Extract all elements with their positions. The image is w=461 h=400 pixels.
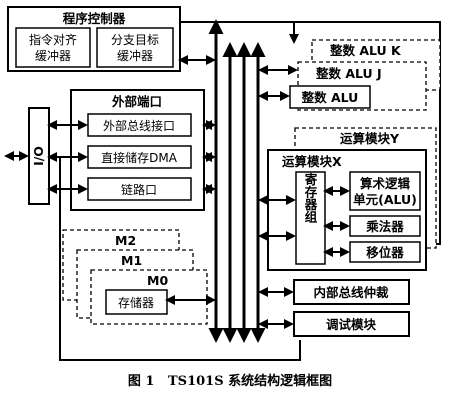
integer-alu-j-label: 整数 ALU J — [316, 66, 382, 81]
compute-block-x-title: 运算模块X — [282, 154, 342, 169]
dma-loop-line — [59, 157, 301, 361]
link-port-label: 链路口 — [121, 182, 157, 197]
storage-label: 存储器 — [118, 295, 154, 310]
pc-top-feedback-line — [180, 21, 299, 44]
io-label: I/O — [31, 146, 46, 166]
external-bus-interface-label: 外部总线接口 — [103, 118, 175, 133]
alu-unit — [349, 171, 421, 211]
internal-bus-arbiter: 内部总线仲裁 — [293, 279, 410, 305]
figure-caption: 图 1 TS101S 系统结构逻辑框图 — [128, 373, 332, 389]
io-block: I/O — [28, 107, 50, 205]
instruction-align-buffer-line2: 缓冲器 — [35, 48, 71, 63]
integer-alu-stack: 整数 ALU K 整数 ALU J 整数 ALU — [289, 39, 441, 111]
alu-unit-line2: 单元(ALU) — [353, 192, 417, 207]
memory-m2-label: M2 — [115, 233, 136, 248]
compute-block-y-title: 运算模块Y — [340, 131, 400, 146]
dma-label: 直接储存DMA — [101, 150, 178, 165]
link-port — [87, 177, 192, 201]
memory-m0-label: M0 — [147, 273, 168, 288]
integer-alu-k-label: 整数 ALU K — [330, 43, 402, 58]
program-controller-title: 程序控制器 — [63, 11, 126, 26]
memory-stack: M2 M1 M0 存储器 — [62, 229, 208, 325]
internal-bus-arbiter-label: 内部总线仲裁 — [313, 285, 389, 300]
debug-module: 调试模块 — [293, 311, 410, 337]
integer-alu — [289, 85, 371, 109]
register-file-label: 寄存器组 — [303, 172, 318, 224]
alu-unit-line1: 算术逻辑 — [360, 176, 411, 191]
integer-alu-label: 整数 ALU — [302, 90, 359, 105]
memory-m1-label: M1 — [121, 253, 142, 268]
shifter — [349, 241, 421, 263]
external-bus-interface — [87, 113, 192, 137]
multiplier — [349, 215, 421, 237]
program-controller: 程序控制器 指令对齐 缓冲器 分支目标 缓冲器 — [7, 6, 181, 72]
vertical-buses — [208, 19, 266, 343]
shifter-label: 移位器 — [366, 245, 404, 260]
external-port: 外部端口 外部总线接口 直接储存DMA 链路口 — [70, 89, 205, 211]
instruction-align-buffer — [15, 27, 91, 68]
external-port-title: 外部端口 — [111, 94, 162, 109]
storage-block — [105, 289, 168, 315]
branch-target-buffer-line1: 分支目标 — [111, 33, 159, 47]
branch-target-buffer-line2: 缓冲器 — [117, 48, 153, 63]
multiplier-label: 乘法器 — [365, 219, 404, 234]
branch-target-buffer — [96, 27, 174, 68]
dma-block — [87, 145, 192, 169]
debug-module-label: 调试模块 — [326, 317, 377, 332]
register-file — [295, 171, 326, 265]
instruction-align-buffer-line1: 指令对齐 — [29, 32, 77, 47]
